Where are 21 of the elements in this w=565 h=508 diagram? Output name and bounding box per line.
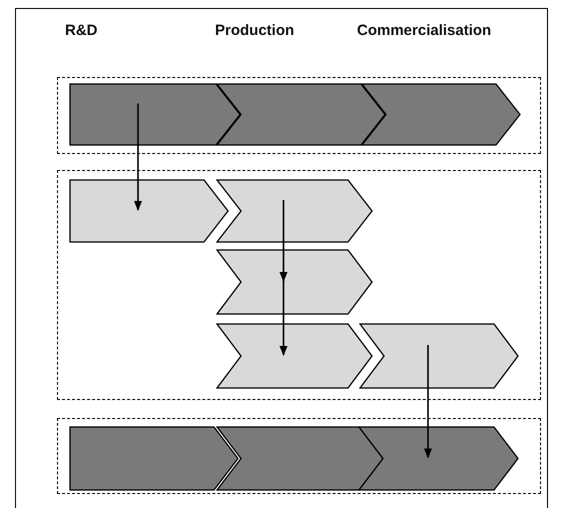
chevron-shape: [361, 83, 521, 146]
pentagon-shape: [69, 83, 241, 146]
chevron-shape: [216, 249, 373, 315]
column-heading: Production: [215, 22, 294, 39]
chevron-shape: [358, 426, 519, 491]
arrow: [424, 345, 432, 458]
arrow: [280, 271, 288, 356]
dashed-group-box: [57, 170, 541, 400]
column-heading: R&D: [65, 22, 98, 39]
chevron-shape: [359, 323, 519, 389]
chevron-shape: [216, 83, 386, 146]
chevron-shape: [216, 426, 384, 491]
pentagon-shape: [69, 179, 229, 243]
chevron-shape: [216, 323, 373, 389]
dashed-group-box: [57, 418, 541, 494]
dashed-group-box: [57, 77, 541, 154]
arrow: [134, 104, 142, 211]
pentagon-shape: [69, 426, 239, 491]
arrow: [280, 200, 288, 282]
column-heading: Commercialisation: [357, 22, 492, 39]
chevron-shape: [216, 179, 373, 243]
